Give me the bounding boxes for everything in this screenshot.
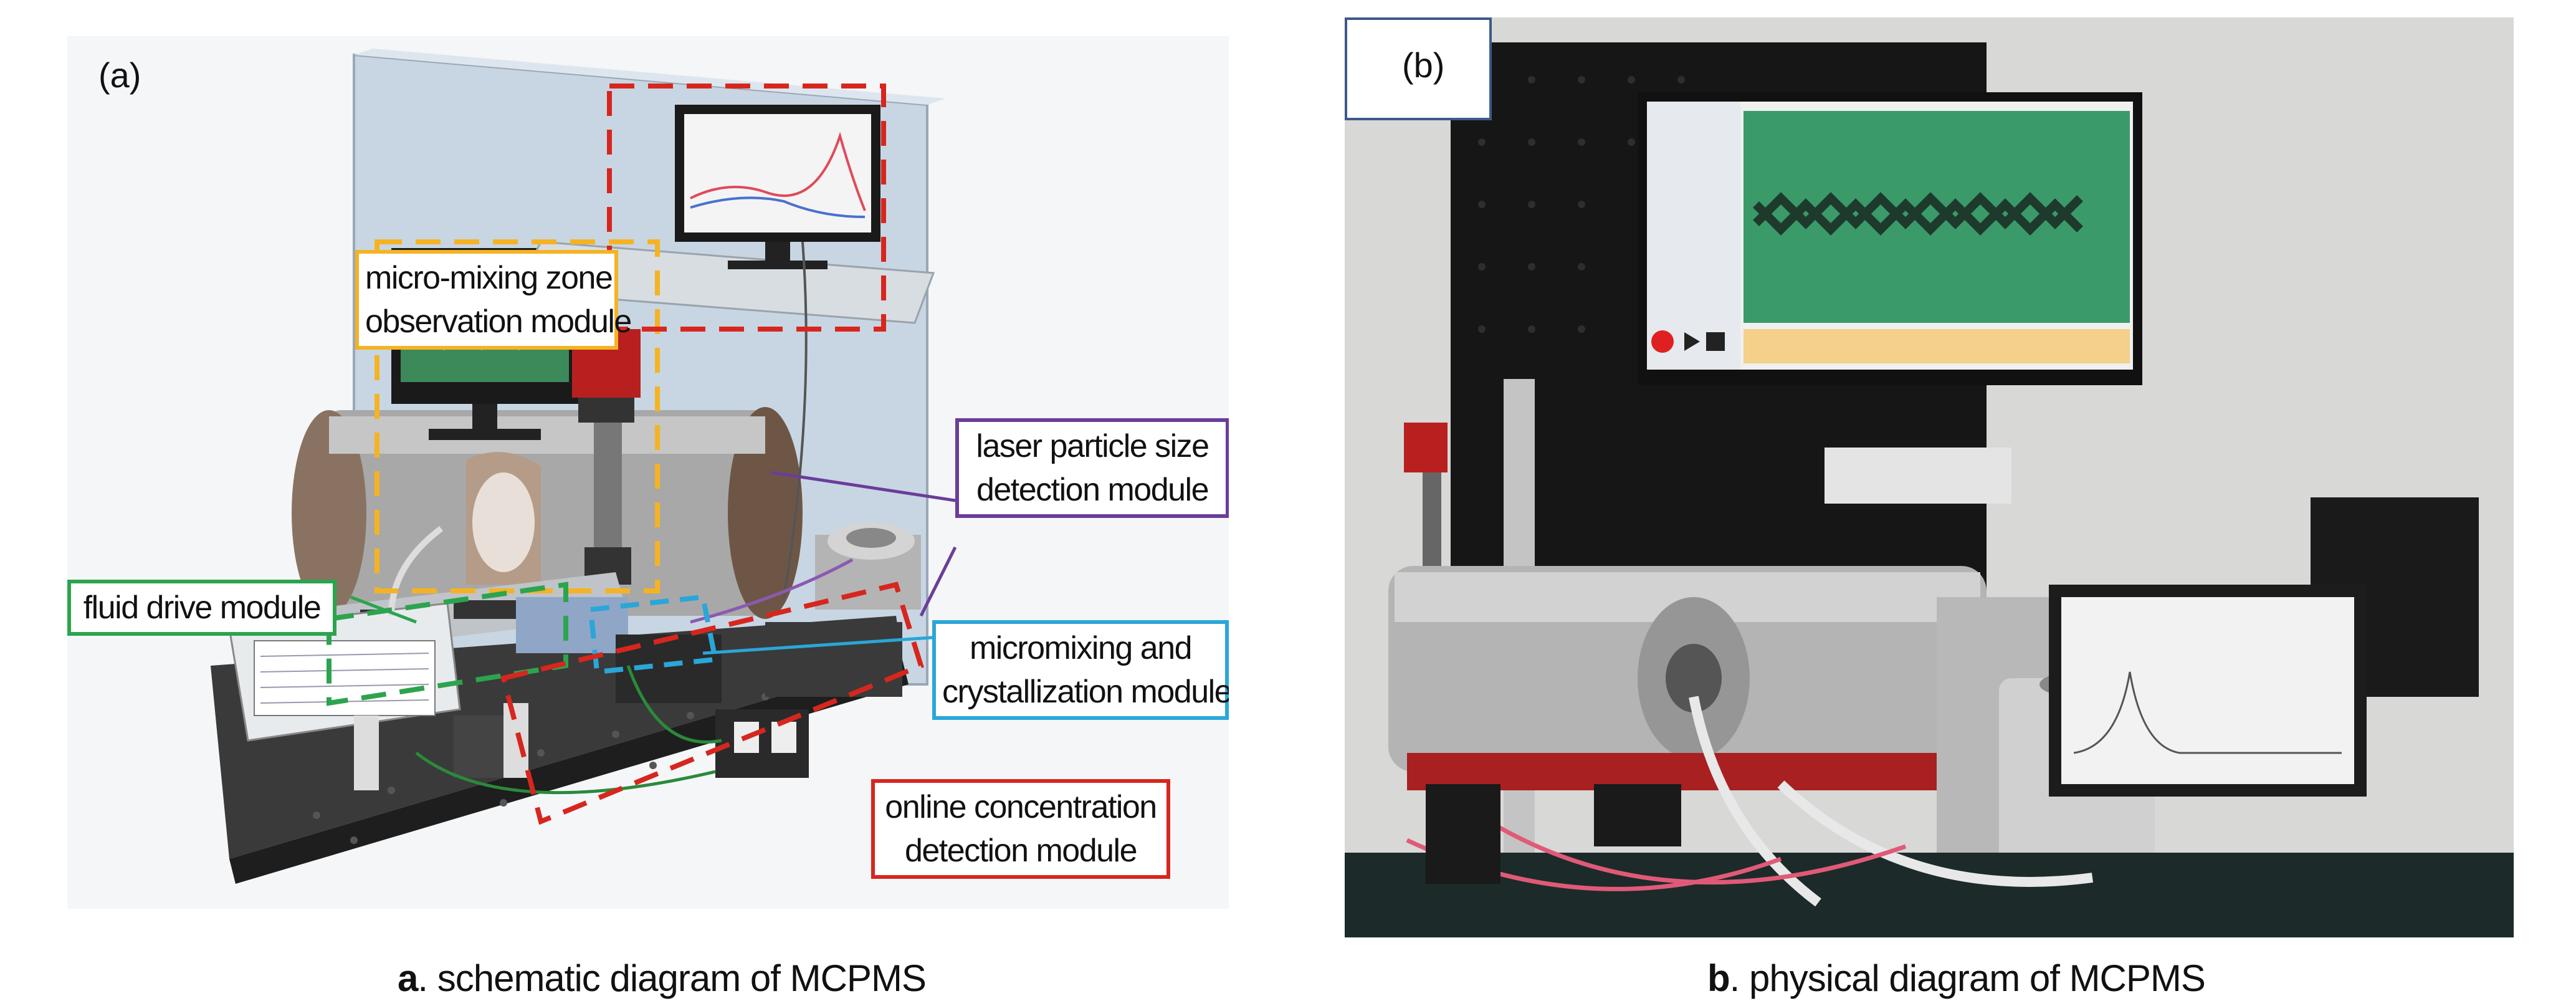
panel-b-tag: (b) (1345, 17, 1492, 120)
schematic-panel: (a) micro-mixing zone observation module… (67, 36, 1229, 909)
panel-a-tag: (a) (98, 55, 141, 95)
top-monitor-frame (607, 84, 886, 332)
laser-leader-line-2 (919, 546, 957, 617)
photo-panel: (b) (1345, 17, 2514, 937)
micromixing-label-line-1: micromixing and (969, 630, 1193, 666)
caption-a-letter: a (398, 957, 418, 999)
caption-a-text: . schematic diagram of MCPMS (417, 957, 927, 999)
micromixing-frame (588, 594, 718, 675)
panel-b-tag-text: (b) (1402, 46, 1445, 85)
micromixing-leader-line (702, 633, 978, 655)
caption-b-text: . physical diagram of MCPMS (1729, 957, 2206, 999)
observation-label-line-2: observation module (365, 304, 632, 340)
photo-illustration (1345, 17, 2514, 937)
concentration-label-line-1: online concentration (885, 789, 1157, 825)
laser-module-label: laser particle size detection module (955, 418, 1229, 518)
fluid-leader-line (350, 595, 417, 624)
micromixing-module-label: micromixing and crystallization module (932, 620, 1229, 720)
fluid-module-label: fluid drive module (67, 580, 336, 636)
micromixing-label-line-2: crystallization module (942, 674, 1229, 710)
observation-module-label: micro-mixing zone observation module (355, 250, 632, 350)
laser-leader-line (771, 471, 956, 502)
concentration-module-label: online concentration detection module (871, 779, 1170, 879)
observation-module-frame (374, 239, 660, 593)
concentration-frame (500, 582, 924, 825)
caption-b: b. physical diagram of MCPMS (1707, 957, 2206, 1000)
fluid-label-text: fluid drive module (83, 590, 322, 626)
observation-label-line-1: micro-mixing zone (365, 260, 613, 296)
laser-label-line-2: detection module (976, 472, 1209, 508)
caption-b-letter: b (1707, 957, 1730, 999)
concentration-label-line-2: detection module (904, 833, 1138, 869)
caption-a: a. schematic diagram of MCPMS (398, 957, 927, 1000)
laser-label-line-1: laser particle size (976, 428, 1209, 464)
